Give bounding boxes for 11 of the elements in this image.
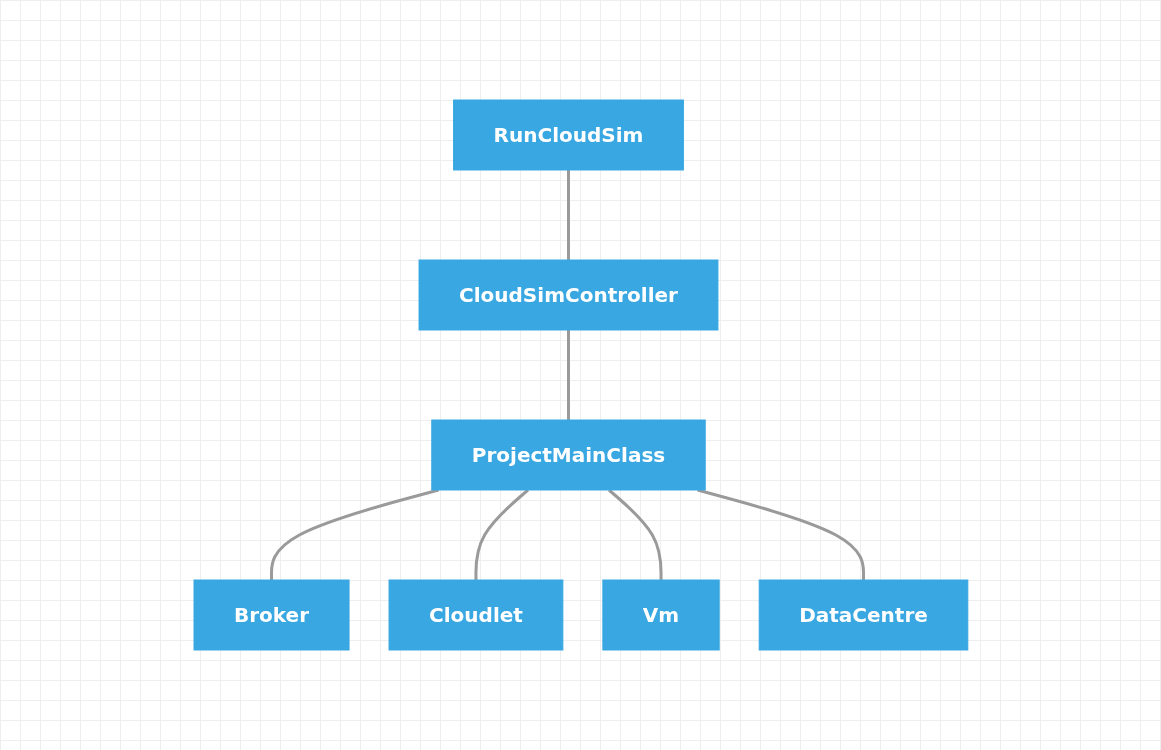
connector (269, 488, 439, 580)
node-box: Cloudlet (388, 579, 563, 651)
node-box: DataCentre (758, 579, 968, 651)
node-box: Vm (601, 579, 720, 651)
connector (566, 170, 570, 260)
connector (696, 488, 865, 580)
node-box: Broker (193, 579, 350, 651)
node-box: CloudSimController (418, 259, 719, 331)
node-box: RunCloudSim (452, 99, 684, 171)
node-box: ProjectMainClass (430, 419, 706, 491)
connector (566, 330, 570, 420)
